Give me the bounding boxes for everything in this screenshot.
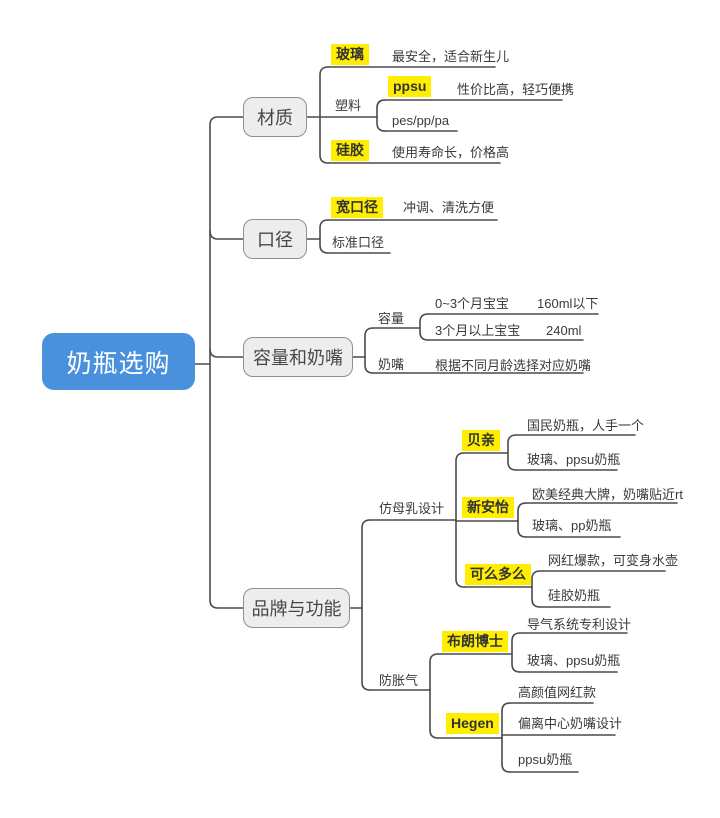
node-nipple-desc[interactable]: 根据不同月龄选择对应奶嘴 bbox=[435, 358, 592, 373]
branch-brand-function[interactable]: 品牌与功能 bbox=[243, 588, 350, 628]
node-size-0-3[interactable]: 160ml以下 bbox=[537, 296, 599, 311]
node-hegen-desc3[interactable]: ppsu奶瓶 bbox=[518, 752, 573, 767]
node-silicone-tag[interactable]: 硅胶 bbox=[331, 140, 369, 161]
node-breastlike-design[interactable]: 仿母乳设计 bbox=[379, 501, 445, 516]
node-pigeon-desc2[interactable]: 玻璃、ppsu奶瓶 bbox=[527, 452, 621, 467]
node-volume[interactable]: 容量 bbox=[378, 311, 405, 326]
node-drbrown-desc1[interactable]: 导气系统专利设计 bbox=[527, 617, 632, 632]
node-wide-caliber-desc[interactable]: 冲调、清洗方便 bbox=[403, 200, 495, 215]
node-plastic[interactable]: 塑料 bbox=[335, 98, 362, 113]
node-comotomo-desc2[interactable]: 硅胶奶瓶 bbox=[548, 588, 601, 603]
branch-material[interactable]: 材质 bbox=[243, 97, 307, 137]
node-nipple[interactable]: 奶嘴 bbox=[378, 357, 405, 372]
node-standard-caliber[interactable]: 标准口径 bbox=[332, 235, 385, 250]
node-glass-desc[interactable]: 最安全，适合新生儿 bbox=[392, 49, 510, 64]
node-hegen-desc1[interactable]: 高颜值网红款 bbox=[518, 685, 597, 700]
node-avent-desc1[interactable]: 欧美经典大牌，奶嘴贴近rt bbox=[532, 487, 683, 502]
node-comotomo-desc1[interactable]: 网红爆款，可变身水壶 bbox=[548, 553, 679, 568]
node-pes-pp-pa[interactable]: pes/pp/pa bbox=[392, 113, 450, 128]
node-pigeon-tag[interactable]: 贝亲 bbox=[462, 430, 500, 451]
node-wide-caliber-tag[interactable]: 宽口径 bbox=[331, 197, 383, 218]
node-age-0-3[interactable]: 0~3个月宝宝 bbox=[435, 296, 510, 311]
root-node[interactable]: 奶瓶选购 bbox=[42, 333, 195, 390]
node-age-3plus[interactable]: 3个月以上宝宝 bbox=[435, 323, 521, 338]
node-avent-tag[interactable]: 新安怡 bbox=[462, 497, 514, 518]
node-ppsu-desc[interactable]: 性价比高，轻巧便携 bbox=[457, 82, 575, 97]
node-ppsu-tag[interactable]: ppsu bbox=[388, 76, 432, 97]
node-avent-desc2[interactable]: 玻璃、pp奶瓶 bbox=[532, 518, 612, 533]
node-drbrown-desc2[interactable]: 玻璃、ppsu奶瓶 bbox=[527, 653, 621, 668]
node-silicone-desc[interactable]: 使用寿命长，价格高 bbox=[392, 145, 510, 160]
node-drbrown-tag[interactable]: 布朗博士 bbox=[442, 631, 508, 652]
node-hegen-desc2[interactable]: 偏离中心奶嘴设计 bbox=[518, 716, 623, 731]
node-hegen-tag[interactable]: Hegen bbox=[446, 713, 499, 734]
node-antigas[interactable]: 防胀气 bbox=[379, 673, 419, 688]
node-pigeon-desc1[interactable]: 国民奶瓶，人手一个 bbox=[527, 418, 645, 433]
node-glass-tag[interactable]: 玻璃 bbox=[331, 44, 369, 65]
branch-capacity-nipple[interactable]: 容量和奶嘴 bbox=[243, 337, 353, 377]
node-size-3plus[interactable]: 240ml bbox=[546, 323, 582, 338]
node-comotomo-tag[interactable]: 可么多么 bbox=[465, 564, 531, 585]
branch-caliber[interactable]: 口径 bbox=[243, 219, 307, 259]
